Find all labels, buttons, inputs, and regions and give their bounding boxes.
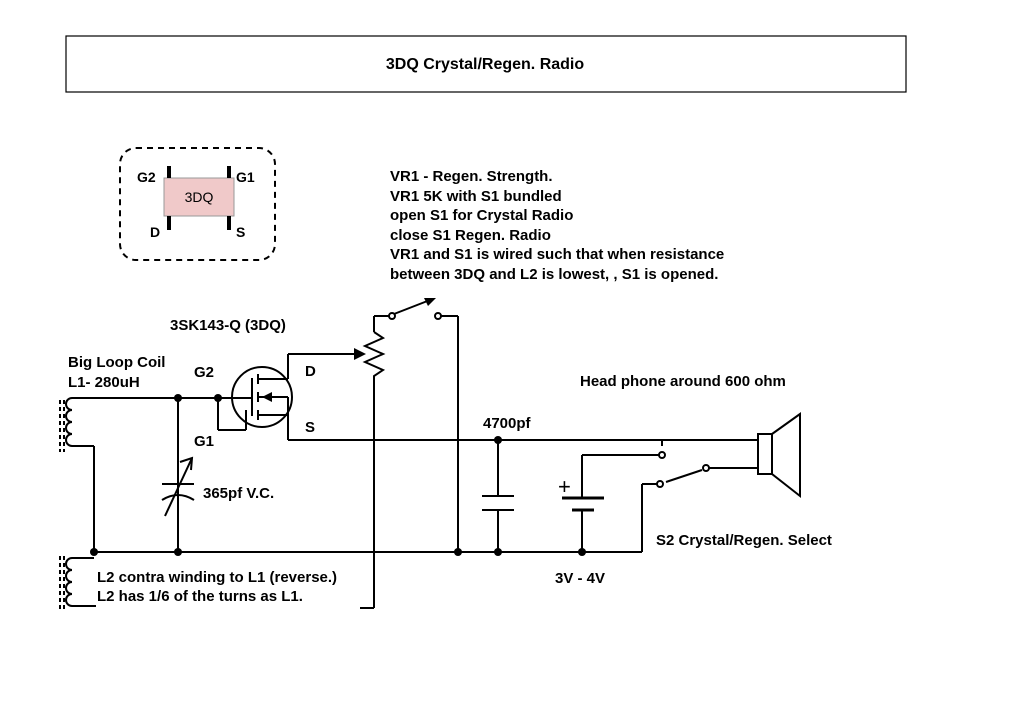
coil-l1 bbox=[59, 397, 94, 452]
headphone-label: Head phone around 600 ohm bbox=[580, 373, 786, 390]
variable-capacitor-label: 365pf V.C. bbox=[203, 485, 274, 502]
title-box bbox=[65, 35, 907, 93]
variable-capacitor-vc bbox=[161, 456, 195, 517]
note-line: VR1 and S1 is wired such that when resis… bbox=[390, 246, 724, 263]
mosfet-3dq bbox=[225, 366, 293, 431]
headphone-speaker bbox=[757, 412, 801, 499]
note-line: between 3DQ and L2 is lowest, , S1 is op… bbox=[390, 266, 718, 283]
switch-s2 bbox=[656, 451, 710, 488]
note-line: open S1 for Crystal Radio bbox=[390, 207, 573, 224]
pin-d bbox=[167, 216, 171, 230]
battery-label: 3V - 4V bbox=[555, 570, 605, 587]
l2-label-line2: L2 has 1/6 of the turns as L1. bbox=[97, 588, 303, 605]
package-pinout: 3DQ G2 G1 D S bbox=[119, 147, 276, 261]
potentiometer-vr1 bbox=[330, 316, 386, 382]
note-line: close S1 Regen. Radio bbox=[390, 227, 551, 244]
battery-plus-label: + bbox=[558, 474, 571, 499]
pin-g1-label: G1 bbox=[236, 169, 255, 185]
coil-label-line1: Big Loop Coil bbox=[68, 354, 165, 371]
pin-s bbox=[227, 216, 231, 230]
gate2-label: G2 bbox=[194, 364, 214, 381]
capacitor-label: 4700pf bbox=[483, 415, 532, 432]
note-line: VR1 5K with S1 bundled bbox=[390, 188, 562, 205]
package-body bbox=[163, 177, 235, 217]
pin-g2-label: G2 bbox=[137, 169, 156, 185]
switch-s2-label: S2 Crystal/Regen. Select bbox=[656, 532, 832, 549]
source-label: S bbox=[305, 419, 315, 436]
coil-l2 bbox=[59, 556, 96, 610]
capacitor-4700pf bbox=[482, 440, 514, 552]
package-outline bbox=[119, 147, 276, 261]
fet-name-label: 3SK143-Q (3DQ) bbox=[170, 317, 286, 334]
note-line: VR1 - Regen. Strength. bbox=[390, 168, 553, 185]
battery bbox=[562, 455, 604, 552]
drain-label: D bbox=[305, 363, 316, 380]
page-title: 3DQ Crystal/Regen. Radio bbox=[386, 56, 585, 73]
wires bbox=[93, 315, 758, 609]
coil-label-line2: L1- 280uH bbox=[68, 374, 140, 391]
pin-g2 bbox=[167, 166, 171, 178]
gate1-label: G1 bbox=[194, 433, 214, 450]
pin-g1 bbox=[227, 166, 231, 178]
switch-s1 bbox=[374, 298, 442, 320]
package-body-label: 3DQ bbox=[185, 189, 214, 205]
notes-block: VR1 - Regen. Strength. VR1 5K with S1 bu… bbox=[390, 168, 724, 283]
l2-label-line1: L2 contra winding to L1 (reverse.) bbox=[97, 569, 337, 586]
pin-s-label: S bbox=[236, 224, 245, 240]
pin-d-label: D bbox=[150, 224, 160, 240]
